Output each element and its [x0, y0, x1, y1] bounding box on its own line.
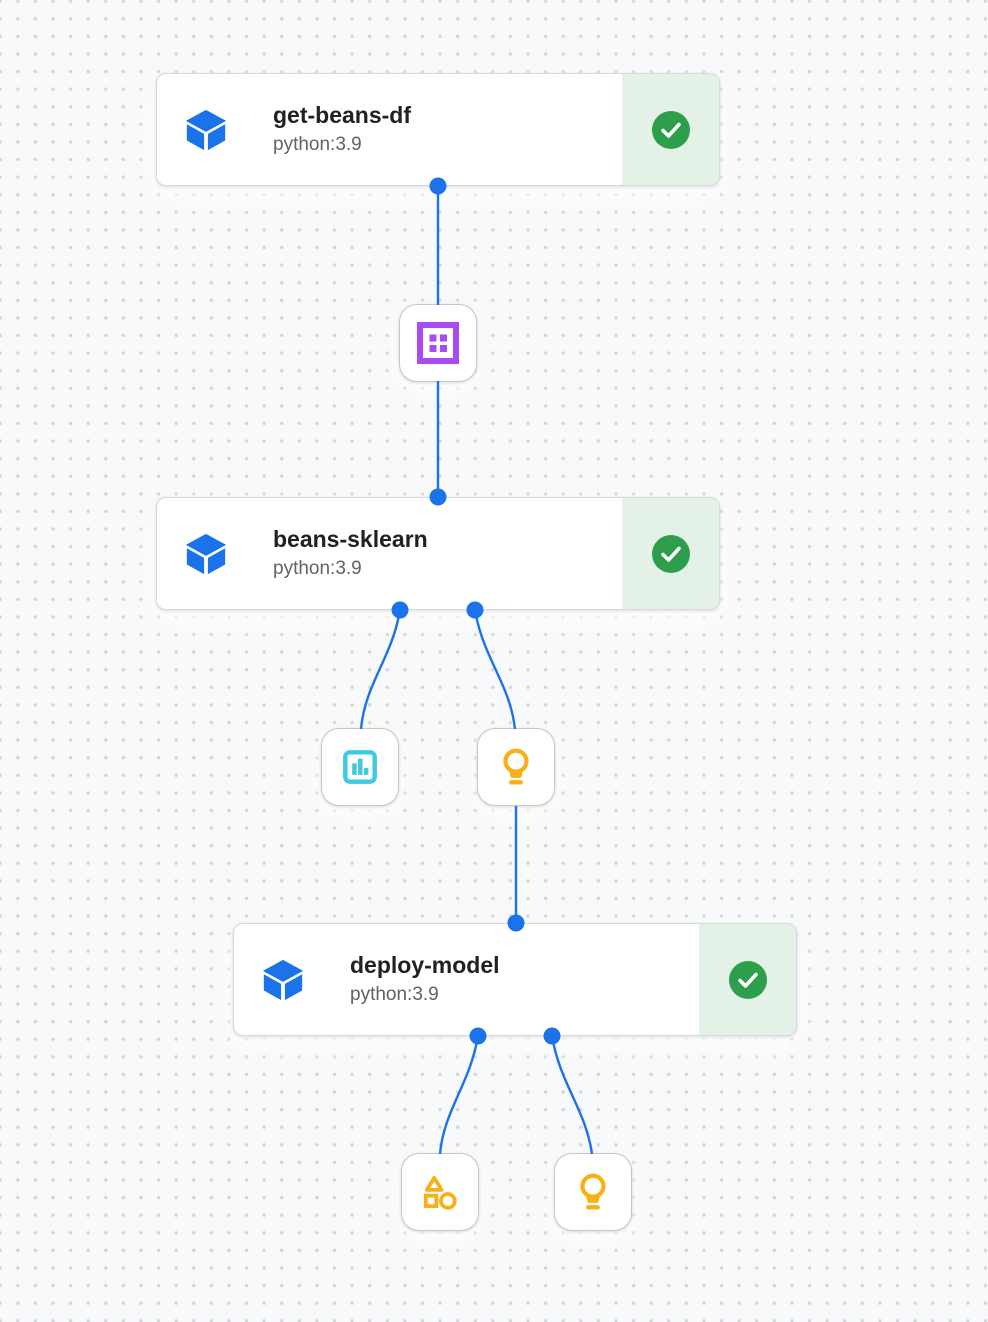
component-cube-icon — [260, 957, 306, 1003]
node-title: beans-sklearn — [273, 525, 428, 552]
status-badge — [699, 924, 796, 1035]
edge-deploymodel-to-model — [550, 1035, 594, 1155]
node-get-beans-df[interactable]: get-beans-df python:3.9 — [156, 73, 720, 186]
node-beans-sklearn[interactable]: beans-sklearn python:3.9 — [156, 497, 720, 610]
node-title: get-beans-df — [273, 101, 411, 128]
artifact-metrics[interactable] — [321, 728, 399, 806]
node-subtitle: python:3.9 — [350, 984, 439, 1006]
edge-beanssklearn-to-model — [473, 609, 517, 730]
status-badge — [622, 74, 719, 185]
artifact-generic[interactable] — [401, 1153, 479, 1231]
component-cube-icon — [183, 531, 229, 577]
artifact-model-1[interactable] — [477, 728, 555, 806]
node-deploy-model[interactable]: deploy-model python:3.9 — [233, 923, 797, 1036]
dataset-icon — [417, 322, 459, 364]
success-check-icon — [651, 534, 690, 573]
status-badge — [622, 498, 719, 609]
node-subtitle: python:3.9 — [273, 558, 362, 580]
edge-deploymodel-to-artifact — [438, 1035, 480, 1155]
model-icon — [580, 1173, 606, 1210]
artifact-dataset[interactable] — [399, 304, 477, 382]
success-check-icon — [651, 110, 690, 149]
node-subtitle: python:3.9 — [273, 134, 362, 156]
success-check-icon — [728, 960, 767, 999]
metrics-icon — [343, 750, 377, 784]
edge-beanssklearn-to-metrics — [359, 609, 402, 730]
node-title: deploy-model — [350, 951, 500, 978]
component-cube-icon — [183, 107, 229, 153]
model-icon — [503, 748, 529, 785]
artifact-model-2[interactable] — [554, 1153, 632, 1231]
artifact-icon — [423, 1175, 457, 1210]
